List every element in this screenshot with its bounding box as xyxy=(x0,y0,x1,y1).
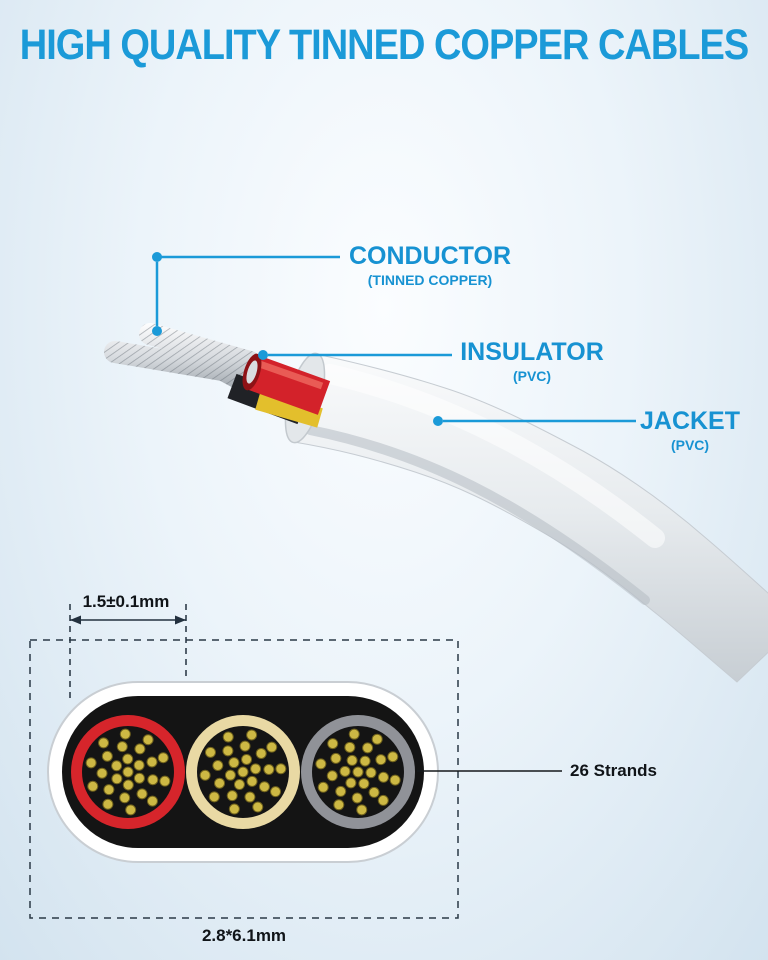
cable-dimensions-text: 2.8*6.1mm xyxy=(201,926,287,945)
page-title: HIGH QUALITY TINNED COPPER CABLES xyxy=(19,22,749,70)
conductor-red-section xyxy=(71,715,185,829)
overall-dimension-box xyxy=(29,639,459,919)
insulator-callout: INSULATOR (PVC) xyxy=(452,338,612,385)
conductor-diameter-text: 1.5±0.1mm xyxy=(82,592,170,611)
insulator-sublabel: (PVC) xyxy=(512,368,552,385)
jacket-leader xyxy=(433,416,636,426)
conductor-label: CONDUCTOR xyxy=(348,242,512,270)
cable-3d-illustration xyxy=(104,252,768,683)
jacket-label: JACKET xyxy=(639,407,740,435)
red-insulator xyxy=(245,355,331,415)
jacket-highlight xyxy=(320,364,665,548)
conductor-sublabel: (TINNED COPPER) xyxy=(367,272,493,289)
jacket-callout: JACKET (PVC) xyxy=(636,407,744,454)
insulator-wires xyxy=(227,353,331,428)
conductor-gray-section xyxy=(301,715,415,829)
cross-section-diagram xyxy=(29,604,562,919)
jacket-sublabel: (PVC) xyxy=(670,437,710,454)
insulator-label: INSULATOR xyxy=(460,338,604,366)
insulator-leader xyxy=(258,350,452,360)
conductor-yellow-section xyxy=(186,715,300,829)
red-insulator-highlight xyxy=(252,358,324,390)
yellow-insulator xyxy=(255,390,323,428)
conductor-leader xyxy=(152,252,340,336)
conductor-callout: CONDUCTOR (TINNED COPPER) xyxy=(342,242,518,289)
jacket-shadow xyxy=(305,425,650,605)
red-insulator-core xyxy=(246,360,258,384)
callout-leader-lines xyxy=(152,252,636,426)
strands-count-text: 26 Strands xyxy=(570,761,657,780)
